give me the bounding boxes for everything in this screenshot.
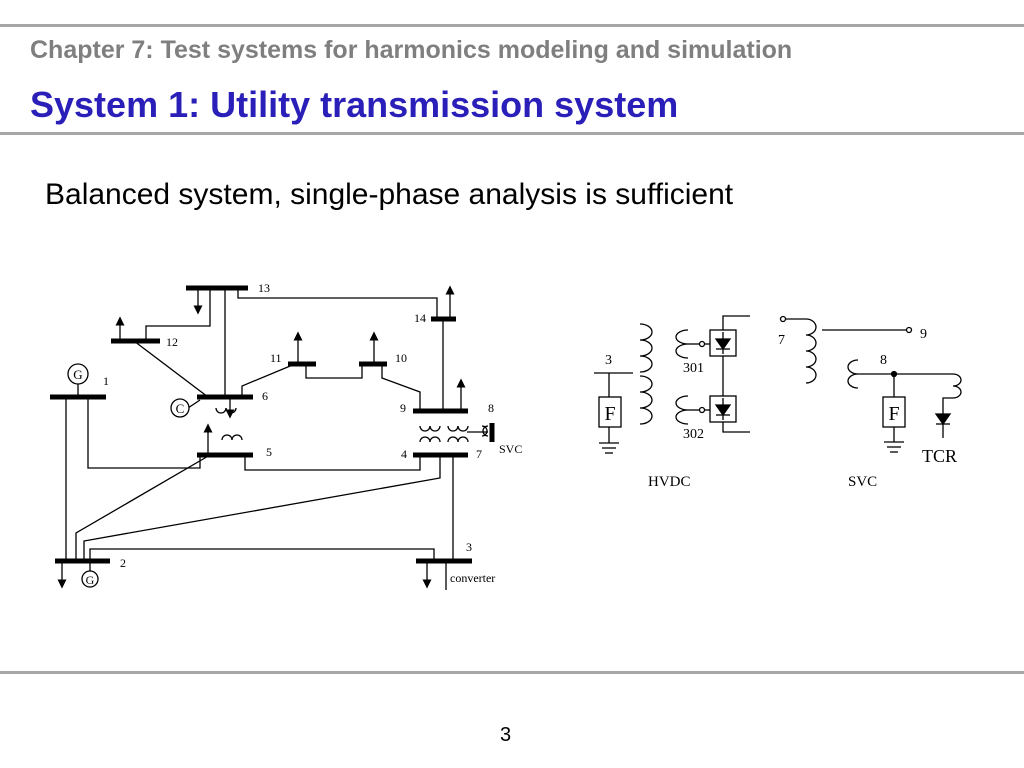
hvdc-secondary-301 (675, 329, 689, 359)
line-12-6 (133, 340, 209, 398)
svc-detail (779, 315, 962, 453)
bus-label-3: 3 (466, 540, 472, 554)
bus-label-2: 2 (120, 556, 126, 570)
line-13-12 (145, 288, 211, 341)
hvdc-filter-label: F (604, 403, 615, 425)
hvdc-dc-link (722, 315, 750, 330)
condenser-label: C (176, 401, 185, 416)
page-number: 3 (500, 724, 512, 746)
transformer-5-6 (215, 407, 243, 441)
svc-bus-7: 7 (778, 333, 785, 348)
line-5-4 (244, 455, 421, 471)
hvdc-secondary-302 (675, 395, 689, 425)
generator-2-symbol (81, 570, 99, 588)
svc-bus-8: 8 (880, 353, 887, 368)
bus-label-13: 13 (258, 281, 270, 295)
transformer-8 (481, 425, 489, 437)
line-6-11 (241, 363, 296, 397)
svc-filter-label: F (888, 403, 899, 425)
hvdc-filter-box (598, 396, 622, 428)
svc-label: SVC (499, 442, 522, 456)
bus-label-10: 10 (395, 351, 407, 365)
svc-tcr-label: TCR (922, 446, 957, 466)
hvdc-bus-label: 3 (605, 353, 612, 368)
line-10-9 (381, 364, 421, 411)
svc-bus-9: 9 (920, 327, 927, 342)
transformer-4-9 (419, 425, 469, 443)
line-13-14 (237, 288, 438, 319)
hvdc-caption: HVDC (648, 474, 691, 490)
chapter-title: Chapter 7: Test systems for harmonics mo… (30, 36, 793, 64)
bus-label-6: 6 (262, 389, 268, 403)
svc-primary-coil (805, 318, 817, 384)
line-4-2 (83, 455, 441, 561)
converter-label: converter (450, 571, 495, 585)
svc-secondary-coil (847, 359, 859, 389)
hvdc-node-301: 301 (683, 361, 704, 376)
one-line-diagram (57, 285, 489, 590)
c-stem (187, 399, 201, 409)
slide-title: System 1: Utility transmission system (30, 84, 679, 125)
generator-1-label: G (73, 367, 82, 382)
subtitle: Balanced system, single-phase analysis i… (45, 178, 734, 211)
bus-label-8: 8 (488, 401, 494, 415)
bus-labels: 13 12 14 11 10 1 6 9 8 5 4 7 2 3 (103, 281, 494, 570)
svc-tcr-reactor (952, 373, 962, 399)
bus-label-4: 4 (401, 447, 407, 461)
bus-label-7: 7 (476, 447, 482, 461)
bus-label-11: 11 (270, 351, 282, 365)
bus-label-9: 9 (400, 401, 406, 415)
condenser-symbol (170, 398, 190, 418)
hvdc-node-302: 302 (683, 427, 704, 442)
hvdc-primary-upper (639, 323, 653, 373)
bus-label-14: 14 (414, 311, 426, 325)
generator-1-symbol (67, 363, 89, 385)
bus-label-5: 5 (266, 445, 272, 459)
line-5-2 (75, 454, 211, 561)
title-rule (0, 132, 1024, 135)
generator-2-label: G (86, 573, 95, 587)
bus-label-1: 1 (103, 374, 109, 388)
buses (50, 285, 495, 564)
line-2-3 (89, 548, 435, 561)
line-11-10 (305, 364, 363, 379)
svc-caption: SVC (848, 474, 877, 490)
top-rule (0, 24, 1024, 27)
hvdc-primary-lower (639, 375, 653, 425)
bottom-rule (0, 671, 1024, 674)
bus-label-12: 12 (166, 335, 178, 349)
hvdc-detail (594, 315, 750, 454)
